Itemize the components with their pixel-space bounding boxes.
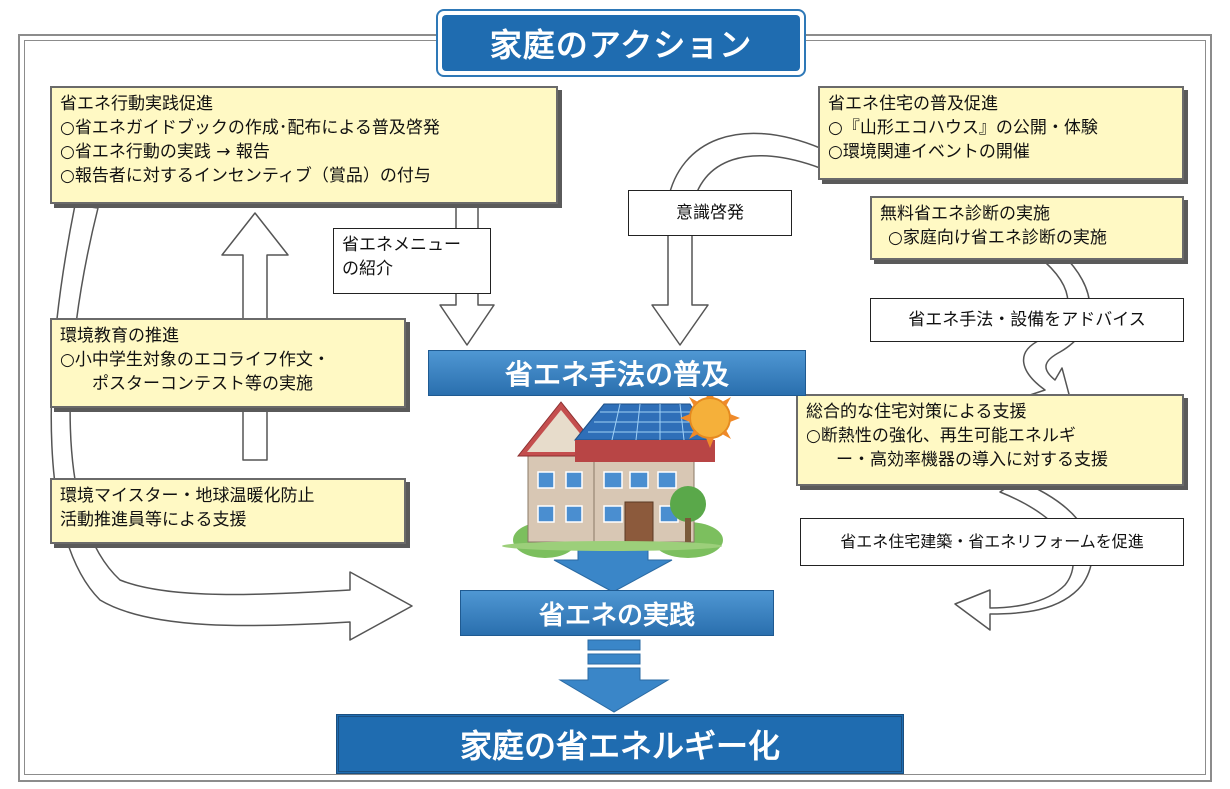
box-item: ○家庭向け省エネ診断の実施 [888,228,1107,248]
advice-label: 省エネ手法・設備をアドバイス [870,298,1184,342]
menu-label-line: の紹介 [342,259,393,279]
goal-banner-text: 家庭の省エネルギー化 [459,727,780,765]
page-title: 家庭のアクション [442,15,800,71]
menu-label-line: 省エネメニュー [342,235,461,255]
box-heading: 省エネ住宅の普及促進 [828,94,998,114]
box-heading: 省エネ行動実践促進 [60,94,213,114]
menu-label: 省エネメニュー の紹介 [333,228,491,294]
awareness-curve-arrow [651,132,821,346]
right-diag-box: 無料省エネ診断の実施 ○家庭向け省エネ診断の実施 [870,196,1184,260]
box-item: ポスターコンテスト等の実施 [92,374,313,394]
box-heading: 環境教育の推進 [60,326,179,346]
awareness-label-text: 意識啓発 [676,203,744,223]
box-item: ○小中学生対象のエコライフ作文・ [60,350,330,370]
promote-label-text: 省エネ住宅建築・省エネリフォームを促進 [840,532,1144,551]
box-line: 活動推進員等による支援 [60,510,247,530]
awareness-label: 意識啓発 [628,190,792,236]
box-heading: 総合的な住宅対策による支援 [806,402,1027,422]
title-frame: 家庭のアクション [436,9,806,77]
spread-banner: 省エネ手法の普及 [428,350,806,396]
sun-icon [680,388,740,448]
left-bottom-box: 環境マイスター・地球温暖化防止 活動推進員等による支援 [50,478,406,544]
practice-banner: 省エネの実践 [460,590,774,636]
box-item: ○省エネ行動の実践 → 報告 [60,142,270,162]
practice-down-arrow [558,667,670,713]
practice-banner-text: 省エネの実践 [538,600,695,631]
box-item: ○『山形エコハウス』の公開・体験 [828,118,1098,138]
spread-banner-text: 省エネ手法の普及 [504,358,729,391]
practice-bar-2 [587,653,641,665]
box-item: ○断熱性の強化、再生可能エネルギ [806,426,1076,446]
goal-banner: 家庭の省エネルギー化 [336,714,904,774]
right-top-box: 省エネ住宅の普及促進 ○『山形エコハウス』の公開・体験 ○環境関連イベントの開催 [818,86,1184,180]
box-item: ー・高効率機器の導入に対する支援 [836,450,1108,470]
promote-label: 省エネ住宅建築・省エネリフォームを促進 [800,518,1184,566]
left-top-box: 省エネ行動実践促進 ○省エネガイドブックの作成･配布による普及啓発 ○省エネ行動… [50,86,558,204]
box-line: 環境マイスター・地球温暖化防止 [60,486,315,506]
left-mid-box: 環境教育の推進 ○小中学生対象のエコライフ作文・ ポスターコンテスト等の実施 [50,318,406,408]
house-illustration [502,388,740,558]
box-item: ○省エネガイドブックの作成･配布による普及啓発 [60,118,440,138]
advice-label-text: 省エネ手法・設備をアドバイス [908,310,1146,330]
box-heading: 無料省エネ診断の実施 [880,204,1050,224]
practice-bar-1 [587,639,641,651]
box-item: ○報告者に対するインセンティブ（賞品）の付与 [60,166,431,186]
box-item: ○環境関連イベントの開催 [828,142,1030,162]
house-down-arrow [553,547,673,593]
right-support-box: 総合的な住宅対策による支援 ○断熱性の強化、再生可能エネルギ ー・高効率機器の導… [796,394,1184,486]
